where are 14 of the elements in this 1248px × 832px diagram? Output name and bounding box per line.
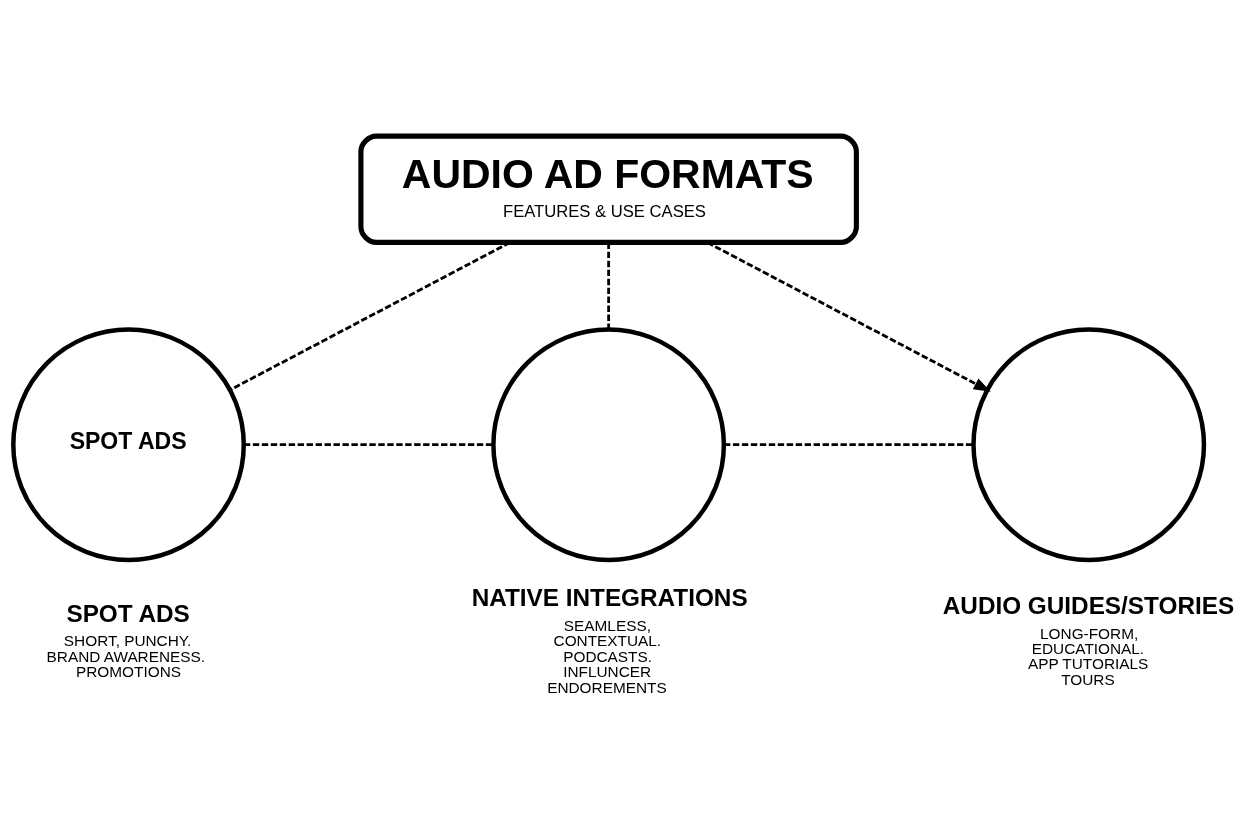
- connector: [724, 442, 974, 446]
- node-label: SHORT, PUNCHY. BRAND AWARENESS. PROMOTIONS: [46, 631, 206, 680]
- node-box: AUDIO AD FORMATS FEATURES & USE CASES: [358, 133, 859, 245]
- node-circle: SPOT ADS: [11, 326, 246, 562]
- connector: [607, 242, 611, 329]
- node-circle: [491, 326, 727, 562]
- connector: [229, 240, 511, 391]
- node-label: AUDIO GUIDES/STORIES: [942, 591, 1235, 619]
- node-label: SPOT ADS: [66, 599, 190, 627]
- arrow: [706, 240, 991, 392]
- node-label: LONG-FORM, EDUCATIONAL. APP TUTORIALS TOURS: [1027, 624, 1149, 688]
- node-label: NATIVE INTEGRATIONS: [471, 583, 748, 611]
- node-label: SEAMLESS, CONTEXTUAL. PODCASTS. INFLUNCER ENDOREMENTS: [547, 616, 667, 696]
- connector: [243, 442, 494, 446]
